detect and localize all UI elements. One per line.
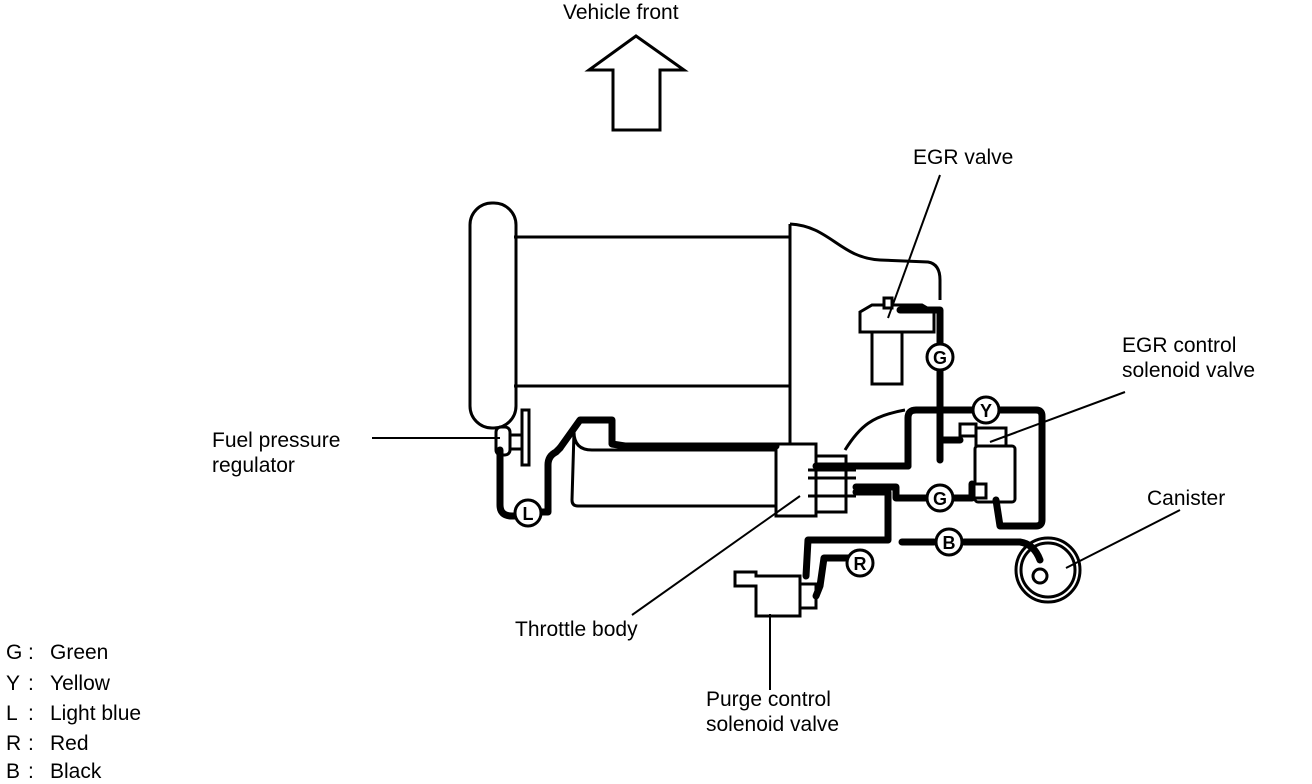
egr-valve-label: EGR valve	[913, 146, 1014, 169]
svg-text:L: L	[523, 504, 534, 524]
hose-marker-y: Y	[971, 395, 1001, 425]
legend-row: Y:Yellow	[6, 672, 110, 695]
legend-row: R:Red	[6, 732, 89, 755]
hose-marker-b: B	[934, 527, 964, 557]
legend-row: L:Light blue	[6, 702, 142, 725]
vehicle-front-arrow-icon	[584, 34, 689, 132]
leader-lines	[372, 174, 1181, 690]
hose-marker-g-lower: G	[925, 483, 955, 513]
legend-row: G:Green	[6, 641, 109, 664]
egr-control-solenoid-valve	[958, 422, 1017, 504]
svg-text:R: R	[854, 554, 867, 574]
fuel-pressure-label-line2: regulator	[212, 454, 295, 477]
hose-marker-l: L	[513, 498, 543, 528]
svg-text:B: B	[943, 533, 956, 553]
purge-control-label-line1: Purge control	[706, 688, 831, 711]
hose-marker-r: R	[845, 548, 875, 578]
egr-control-label-line2: solenoid valve	[1122, 359, 1256, 382]
canister	[1014, 536, 1082, 604]
hose-marker-g-upper: G	[925, 342, 955, 372]
legend-row: B:Black	[6, 760, 102, 783]
throttle-body-label: Throttle body	[515, 618, 638, 641]
vacuum-hoses	[496, 306, 1046, 600]
vehicle-front-label: Vehicle front	[563, 1, 679, 24]
purge-control-solenoid-valve	[733, 570, 818, 618]
fuel-pressure-label-line1: Fuel pressure	[212, 429, 341, 452]
svg-text:Y: Y	[980, 401, 992, 421]
svg-text:G: G	[933, 489, 947, 509]
canister-label: Canister	[1147, 487, 1226, 510]
svg-text:G: G	[933, 348, 947, 368]
purge-control-label-line2: solenoid valve	[706, 713, 840, 736]
intake-manifold	[468, 201, 942, 510]
egr-control-label-line1: EGR control	[1122, 334, 1237, 357]
